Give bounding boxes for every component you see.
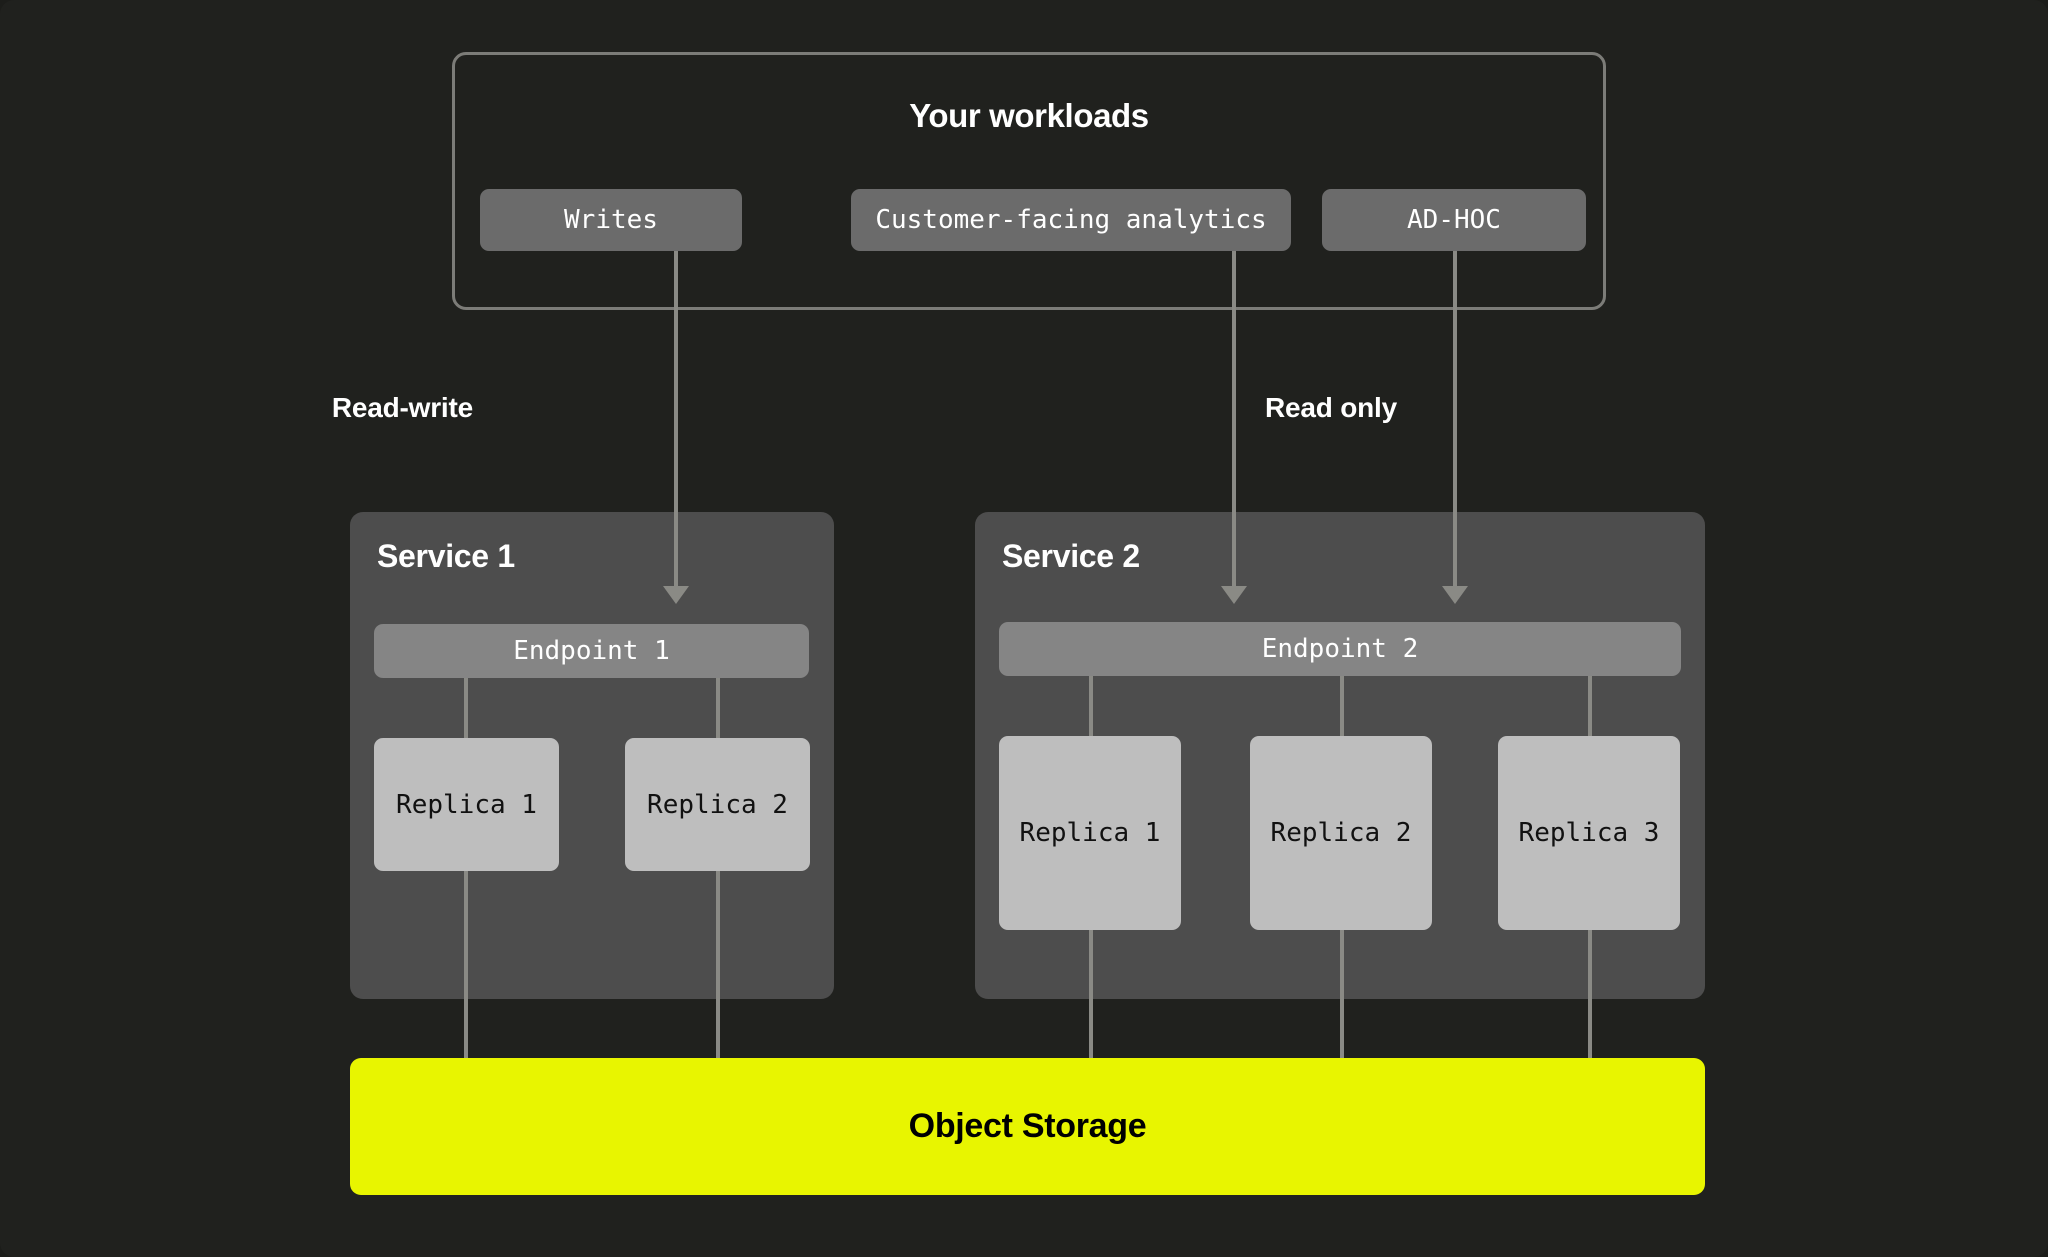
replica-label: Replica 2: [647, 789, 788, 820]
replica-label: Replica 1: [396, 789, 537, 820]
object-storage-label: Object Storage: [908, 1107, 1147, 1145]
arrowhead-endpoint1: [663, 586, 689, 604]
service-1-replica-2[interactable]: Replica 2: [625, 738, 810, 871]
workloads-panel: Your workloads: [452, 52, 1606, 310]
connector-adhoc-to-endpoint2: [1453, 251, 1457, 586]
workload-chip-customer-facing-analytics[interactable]: Customer-facing analytics: [851, 189, 1291, 251]
endpoint-bar-1[interactable]: Endpoint 1: [374, 624, 809, 678]
arrowhead-endpoint2-left: [1221, 586, 1247, 604]
service-1-title: Service 1: [377, 538, 515, 574]
service-2-title: Service 2: [1002, 538, 1140, 574]
arrowhead-endpoint2-right: [1442, 586, 1468, 604]
workload-chip-label: Customer-facing analytics: [875, 205, 1267, 235]
workloads-title: Your workloads: [909, 97, 1149, 134]
workload-chip-ad-hoc[interactable]: AD-HOC: [1322, 189, 1586, 251]
workload-chip-label: AD-HOC: [1407, 205, 1501, 235]
endpoint-label: Endpoint 2: [1261, 634, 1419, 664]
service-2-replica-2[interactable]: Replica 2: [1250, 736, 1432, 930]
service-2-replica-1[interactable]: Replica 1: [999, 736, 1181, 930]
endpoint-label: Endpoint 1: [513, 636, 670, 666]
object-storage-bar[interactable]: Object Storage: [350, 1058, 1705, 1195]
endpoint-bar-2[interactable]: Endpoint 2: [999, 622, 1681, 676]
replica-label: Replica 1: [1019, 818, 1161, 848]
connector-analytics-to-endpoint2: [1232, 251, 1236, 586]
workload-chip-writes[interactable]: Writes: [480, 189, 742, 251]
replica-label: Replica 3: [1518, 818, 1660, 848]
connector-writes-to-endpoint1: [674, 251, 678, 586]
replica-label: Replica 2: [1270, 818, 1412, 848]
service-2-replica-3[interactable]: Replica 3: [1498, 736, 1680, 930]
workload-chip-label: Writes: [564, 205, 658, 235]
edge-label-read-only: Read only: [1265, 392, 1398, 423]
edge-label-read-write: Read-write: [331, 392, 473, 423]
service-1-replica-1[interactable]: Replica 1: [374, 738, 559, 871]
